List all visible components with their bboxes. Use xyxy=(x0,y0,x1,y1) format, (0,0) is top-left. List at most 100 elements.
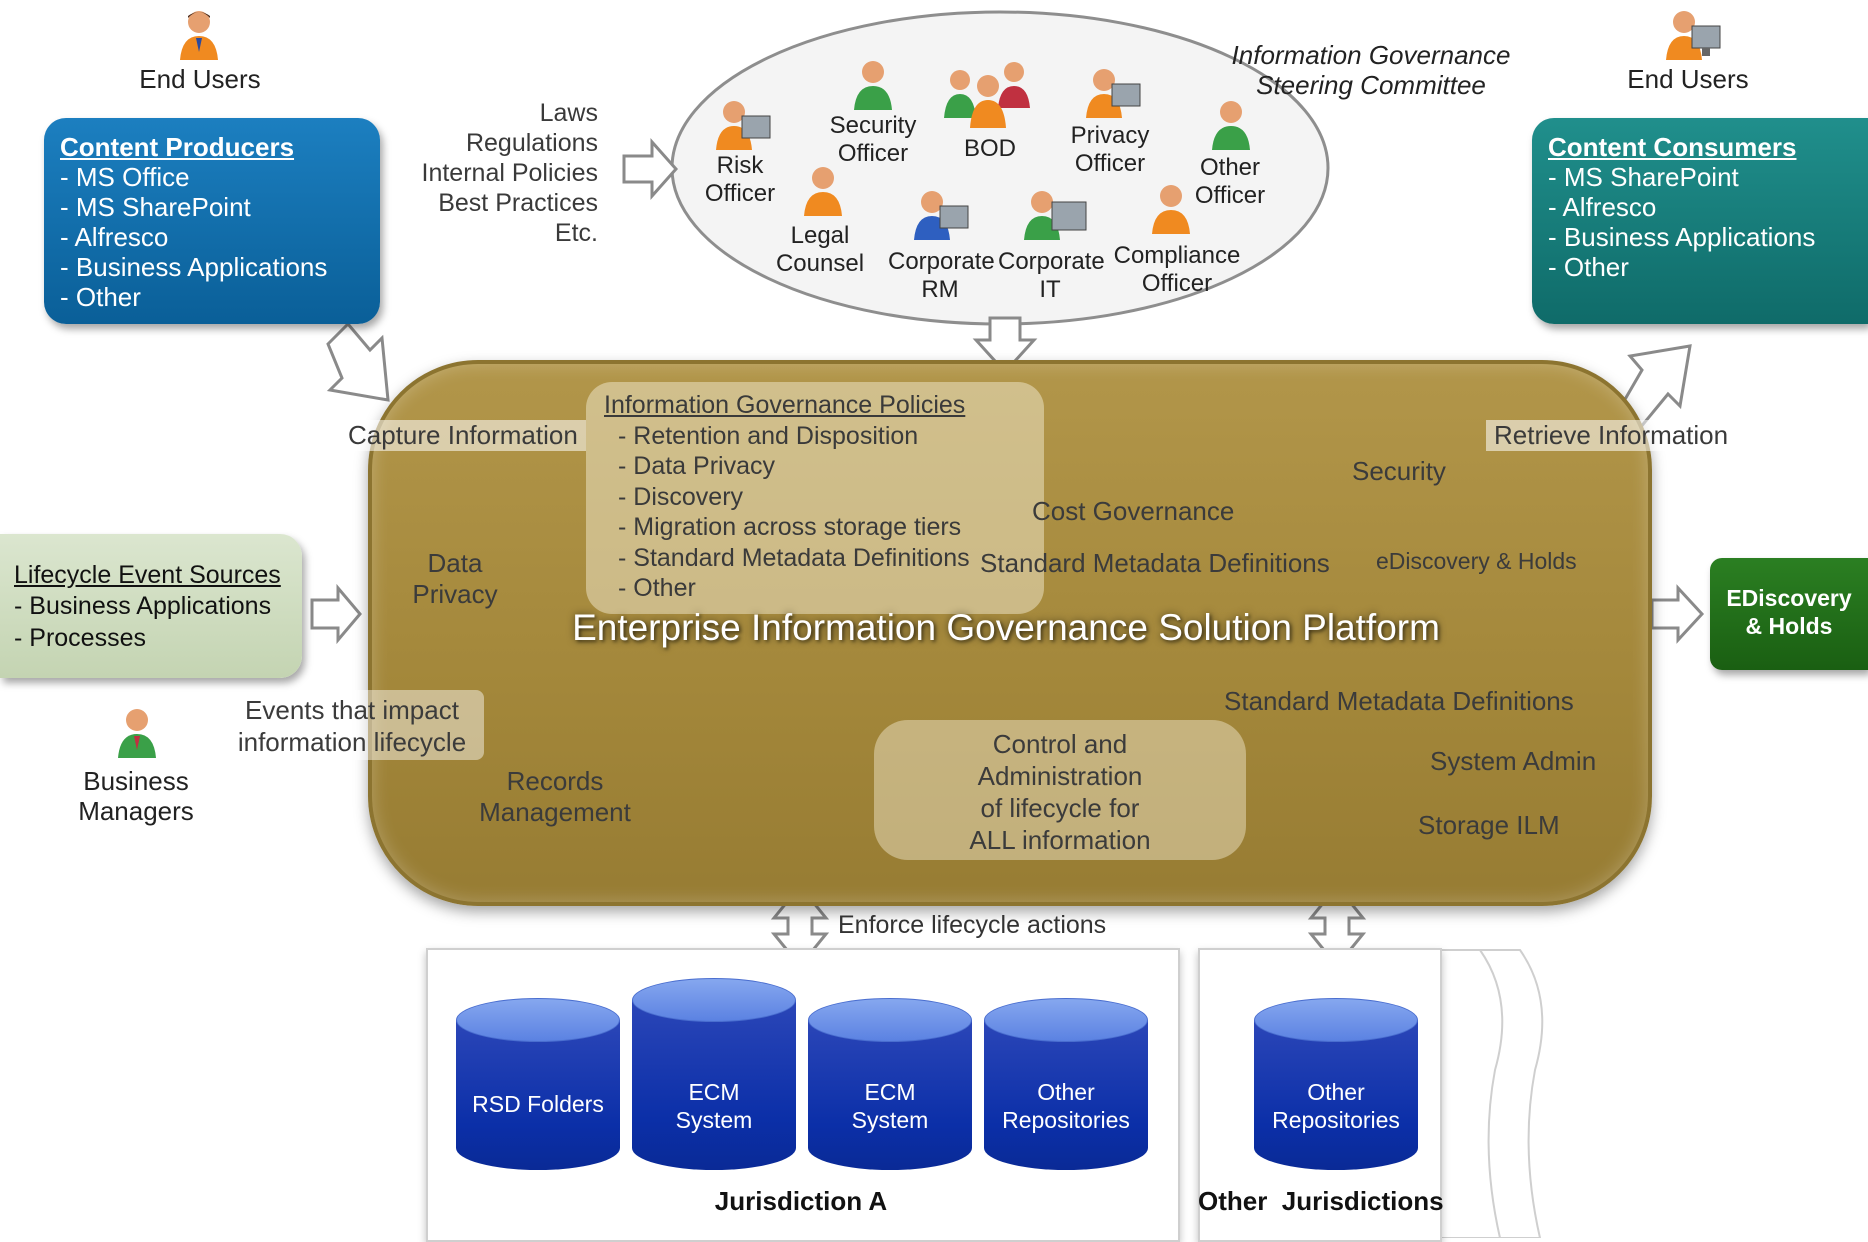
label-line: RM xyxy=(921,276,959,303)
label-line: Privacy xyxy=(1070,122,1150,149)
enforce-lifecycle-label: Enforce lifecycle actions xyxy=(838,911,1107,939)
control-panel xyxy=(874,720,1246,860)
policies-list: Information Governance Policies - Retent… xyxy=(604,390,970,604)
policy-item: - Data Privacy xyxy=(618,452,775,480)
input-item: Regulations xyxy=(465,129,598,157)
content-consumers-list: MS SharePoint Alfresco Business Applicat… xyxy=(1548,162,1815,282)
policy-text: Standard Metadata Definitions xyxy=(633,543,970,572)
system-admin-label: System Admin xyxy=(1430,746,1597,776)
label-line: ECM xyxy=(864,1079,916,1105)
label-line: Officer xyxy=(1141,270,1213,297)
label-line: System xyxy=(851,1107,929,1133)
label-line: Control and xyxy=(992,729,1128,759)
policy-text: Data Privacy xyxy=(633,452,775,480)
policy-item: - Retention and Disposition xyxy=(618,421,919,450)
label-line: Privacy xyxy=(412,579,498,609)
label-line: Administration xyxy=(977,761,1143,791)
person-icon xyxy=(176,8,222,60)
standard-metadata-label-2: Standard Metadata Definitions xyxy=(1224,686,1574,716)
committee-title: Information Governance Steering Committe… xyxy=(1206,40,1536,100)
label-line: Counsel xyxy=(775,250,865,277)
storage-ilm-label: Storage ILM xyxy=(1418,810,1560,840)
label-line: Business xyxy=(83,766,189,796)
label-line: Security xyxy=(829,112,917,139)
policy-item: - Migration across storage tiers xyxy=(618,513,962,541)
label-line: Corporate xyxy=(888,248,995,275)
end-users-right-label: End Users xyxy=(1627,64,1749,94)
input-item: Internal Policies xyxy=(421,159,598,187)
list-item: Business Applications xyxy=(60,252,327,282)
block-arrows xyxy=(310,138,1705,969)
policy-text: Migration across storage tiers xyxy=(633,513,962,541)
business-manager-icon xyxy=(114,706,160,758)
input-item: Etc. xyxy=(554,219,598,247)
end-users-left-label: End Users xyxy=(139,64,261,94)
label-line: IT xyxy=(1039,276,1061,303)
retrieve-information-label: Retrieve Information xyxy=(1486,420,1737,451)
policy-text: Discovery xyxy=(633,482,744,511)
control-administration-label: Control and Administration of lifecycle … xyxy=(924,728,1196,856)
label-line: Officer xyxy=(1194,182,1266,209)
label-line: Compliance xyxy=(1113,242,1241,269)
compliance-officer-icon xyxy=(1148,182,1194,234)
cost-governance-label: Cost Governance xyxy=(1032,496,1235,526)
policy-text: Retention and Disposition xyxy=(633,421,919,450)
person-computer-icon xyxy=(1664,8,1721,60)
privacy-officer-icon xyxy=(1084,66,1141,118)
label-line: Corporate xyxy=(998,248,1105,275)
policy-item: - Standard Metadata Definitions xyxy=(618,543,970,572)
governance-inputs-list: Laws Regulations Internal Policies Best … xyxy=(396,98,598,248)
label-line: Records xyxy=(506,766,604,796)
repo-label: RSD Folders xyxy=(456,1090,620,1118)
bod-group-icon xyxy=(940,58,1030,128)
label-line: Other xyxy=(1307,1079,1365,1105)
bod-label: BOD xyxy=(963,135,1016,162)
label-line: Data xyxy=(427,548,483,578)
content-producers-list: MS Office MS SharePoint Alfresco Busines… xyxy=(60,162,327,312)
label-line: of lifecycle for xyxy=(980,793,1140,823)
label-line: Other xyxy=(1199,154,1261,181)
capture-information-label: Capture Information xyxy=(340,420,586,451)
corporate-rm-icon xyxy=(912,188,969,240)
lifecycle-event-sources-box: Lifecycle Event Sources Business Applica… xyxy=(0,534,302,678)
events-label-backdrop xyxy=(220,690,484,760)
list-item: Business Applications xyxy=(14,590,281,622)
risk-officer-icon xyxy=(714,98,771,150)
label-line: Officer xyxy=(704,180,776,207)
lifecycle-sources-title: Lifecycle Event Sources xyxy=(14,561,281,589)
standard-metadata-label-1: Standard Metadata Definitions xyxy=(980,548,1330,578)
label-line: Managers xyxy=(78,796,194,826)
content-producers-title: Content Producers xyxy=(60,132,295,162)
label-line: RSD Folders xyxy=(472,1091,604,1117)
label-line: Repositories xyxy=(1272,1107,1400,1133)
input-item: Laws xyxy=(539,99,598,127)
legal-counsel-icon xyxy=(800,164,846,216)
label-line: Legal xyxy=(790,222,850,249)
content-producers-box: Content Producers MS Office MS SharePoin… xyxy=(44,118,380,324)
list-item: Alfresco xyxy=(60,222,327,252)
list-item: Other xyxy=(1548,252,1815,282)
content-consumers-title: Content Consumers xyxy=(1548,132,1797,162)
ediscovery-holds-label: eDiscovery & Holds xyxy=(1376,548,1577,574)
security-label: Security xyxy=(1352,456,1446,486)
label-line: & Holds xyxy=(1745,613,1833,639)
ediscovery-holds-box: EDiscovery & Holds xyxy=(1710,558,1868,670)
label-line: System xyxy=(675,1107,753,1133)
label-line: Management xyxy=(479,797,631,827)
input-item: Best Practices xyxy=(438,189,598,217)
